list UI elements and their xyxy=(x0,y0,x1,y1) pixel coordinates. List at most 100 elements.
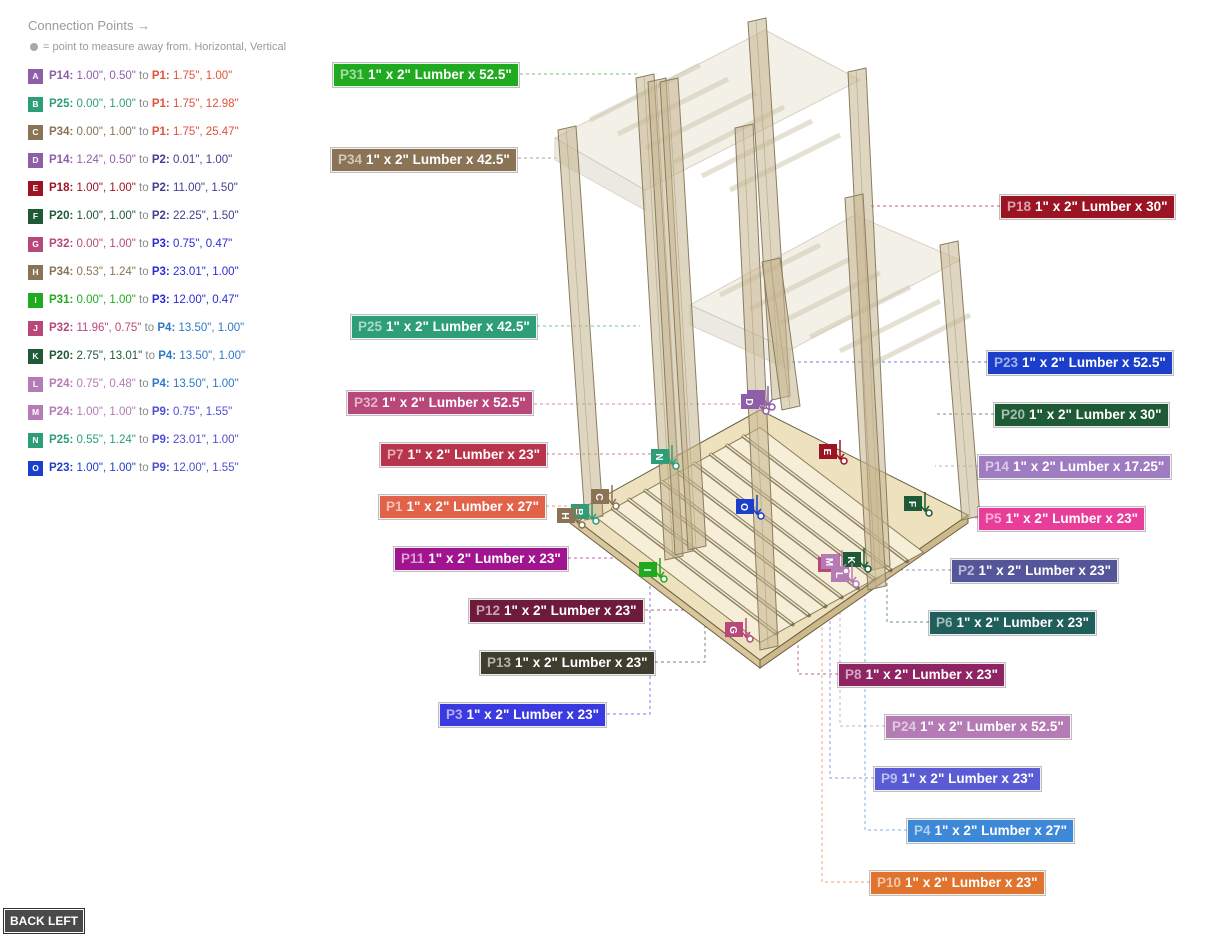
connection-target-values: 13.50", 1.00" xyxy=(172,378,239,390)
part-desc: 1" x 2" Lumber x 23" xyxy=(865,667,999,682)
connection-points-title[interactable]: Connection Points → xyxy=(28,18,151,33)
connection-target-values: 11.00", 1.50" xyxy=(172,182,238,194)
measure-point-dot-icon xyxy=(852,580,860,588)
part-desc: 1" x 2" Lumber x 52.5" xyxy=(368,67,512,82)
connection-marker[interactable] xyxy=(819,444,837,459)
connection-badge: G xyxy=(28,237,43,252)
connection-marker-letter: D xyxy=(743,398,754,405)
measure-point-dot-icon xyxy=(840,457,848,465)
connection-to-word: to xyxy=(144,322,155,334)
connection-target-part: P4: xyxy=(151,378,170,390)
connection-target-part: P2: xyxy=(151,210,170,222)
connection-marker-letter: L xyxy=(833,572,844,578)
connection-marker[interactable] xyxy=(904,496,922,511)
measure-point-dot-icon xyxy=(578,521,586,529)
measure-point-dot-icon xyxy=(746,635,754,643)
connection-from-values: 0.00", 1.00" xyxy=(76,238,136,250)
part-id: P12 xyxy=(476,603,501,618)
connection-target-part: P9: xyxy=(151,406,170,418)
back-left-button[interactable]: BACK LEFT xyxy=(4,909,84,933)
connection-from-part: P14: xyxy=(49,154,74,166)
part-desc: 1" x 2" Lumber x 52.5" xyxy=(920,719,1064,734)
connection-marker[interactable] xyxy=(571,504,589,519)
connection-from-values: 0.00", 1.00" xyxy=(76,126,136,138)
marker-arrowhead-icon xyxy=(607,498,617,506)
connection-marker[interactable] xyxy=(557,508,575,523)
connection-target-part: P9: xyxy=(151,462,170,474)
connection-marker[interactable] xyxy=(821,554,839,569)
connection-marker[interactable] xyxy=(741,394,759,409)
measure-point-dot-icon xyxy=(672,462,680,470)
connection-from-part: P25: xyxy=(49,434,74,446)
part-id: P11 xyxy=(401,551,425,566)
vertical-post xyxy=(557,125,604,521)
marker-arrowhead-icon xyxy=(837,563,847,571)
connection-to-word: to xyxy=(139,182,149,194)
part-desc: 1" x 2" Lumber x 27" xyxy=(934,823,1068,838)
connection-marker[interactable] xyxy=(736,499,754,514)
connection-badge: E xyxy=(28,181,43,196)
connection-to-word: to xyxy=(139,98,149,110)
measure-point-dot-icon xyxy=(612,502,620,510)
connection-marker[interactable] xyxy=(651,449,669,464)
connection-target-part: P3: xyxy=(151,294,170,306)
connection-target-values: 1.75", 25.47" xyxy=(172,126,239,138)
connection-badge: C xyxy=(28,125,43,140)
connection-to-word: to xyxy=(139,126,149,138)
part-id: P1 xyxy=(386,499,403,514)
connection-marker[interactable] xyxy=(725,622,743,637)
leader-line xyxy=(829,585,874,779)
measure-point-dot-icon xyxy=(925,509,933,517)
marker-arrowhead-icon xyxy=(752,508,762,516)
connection-to-word: to xyxy=(139,406,149,418)
connection-marker[interactable] xyxy=(639,562,657,577)
part-desc: 1" x 2" Lumber x 23" xyxy=(978,563,1112,578)
post-edge xyxy=(667,79,697,549)
part-desc: 1" x 2" Lumber x 17.25" xyxy=(1013,459,1165,474)
part-id: P14 xyxy=(985,459,1010,474)
connection-marker-letter: I xyxy=(641,569,652,572)
part-id: P34 xyxy=(338,152,363,167)
connection-marker[interactable] xyxy=(591,489,609,504)
connection-marker[interactable] xyxy=(843,552,861,567)
connection-from-part: P18: xyxy=(49,182,74,194)
